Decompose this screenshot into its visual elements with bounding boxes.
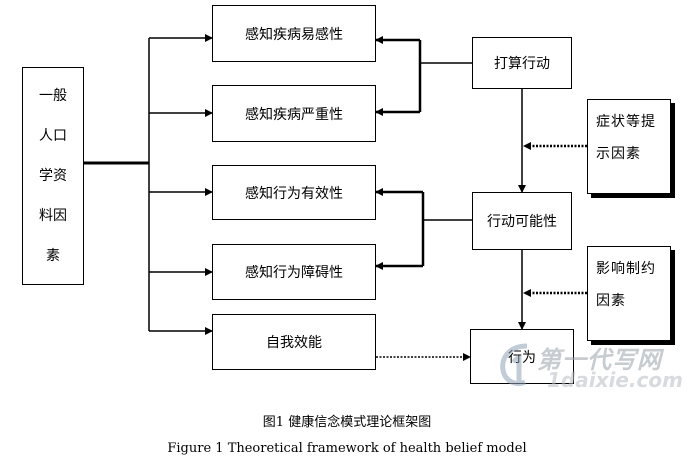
demographics-line: 一般	[39, 88, 67, 104]
node-label: 行动可能性	[487, 214, 557, 230]
node-label: 影响制约因素	[596, 261, 656, 309]
node-label: 感知行为障碍性	[245, 265, 343, 281]
node-perceived-benefits: 感知行为有效性	[212, 165, 376, 220]
node-label: 感知疾病易感性	[245, 26, 343, 43]
node-demographics: 一般 人口 学资 料因 素	[22, 67, 84, 285]
node-perceived-barriers: 感知行为障碍性	[212, 244, 376, 300]
demographics-line: 人口	[39, 128, 67, 144]
watermark-url: 1daixie.com	[547, 368, 683, 392]
demographics-line: 素	[46, 248, 60, 264]
node-cues-to-action: 症状等提示因素	[587, 99, 671, 194]
caption-en: Figure 1 Theoretical framework of health…	[167, 441, 527, 456]
node-label: 自我效能	[266, 335, 322, 351]
node-self-efficacy: 自我效能	[212, 314, 376, 370]
watermark: 第一代写网 1daixie.com	[497, 340, 683, 392]
node-perceived-severity: 感知疾病严重性	[212, 85, 376, 142]
demographics-line: 学资	[39, 168, 67, 184]
watermark-logo-icon	[500, 343, 528, 386]
demographics-line: 料因	[39, 208, 67, 224]
node-behavior: 行为	[470, 329, 574, 384]
node-label: 感知行为有效性	[245, 185, 343, 202]
node-label: 打算行动	[494, 56, 550, 72]
node-modifying-factors: 影响制约因素	[587, 246, 671, 341]
node-label: 感知疾病严重性	[245, 106, 343, 123]
watermark-title: 第一代写网	[537, 346, 662, 374]
node-label: 症状等提示因素	[596, 114, 656, 162]
node-perceived-susceptibility: 感知疾病易感性	[212, 5, 376, 62]
node-likelihood: 行动可能性	[472, 192, 572, 250]
caption-zh: 图1 健康信念模式理论框架图	[262, 415, 432, 430]
node-intention: 打算行动	[472, 37, 572, 89]
